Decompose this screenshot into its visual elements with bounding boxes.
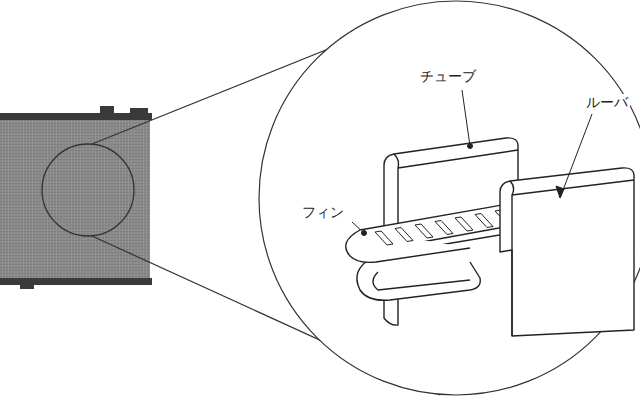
- part-label: ルーバ: [584, 94, 630, 111]
- part-label: フィン: [300, 204, 346, 221]
- radiator: [0, 106, 152, 289]
- leader-lines: [352, 90, 592, 236]
- part-label: チューブ: [418, 68, 478, 85]
- magnifier: [92, 1, 640, 395]
- fin-detail: [346, 138, 634, 336]
